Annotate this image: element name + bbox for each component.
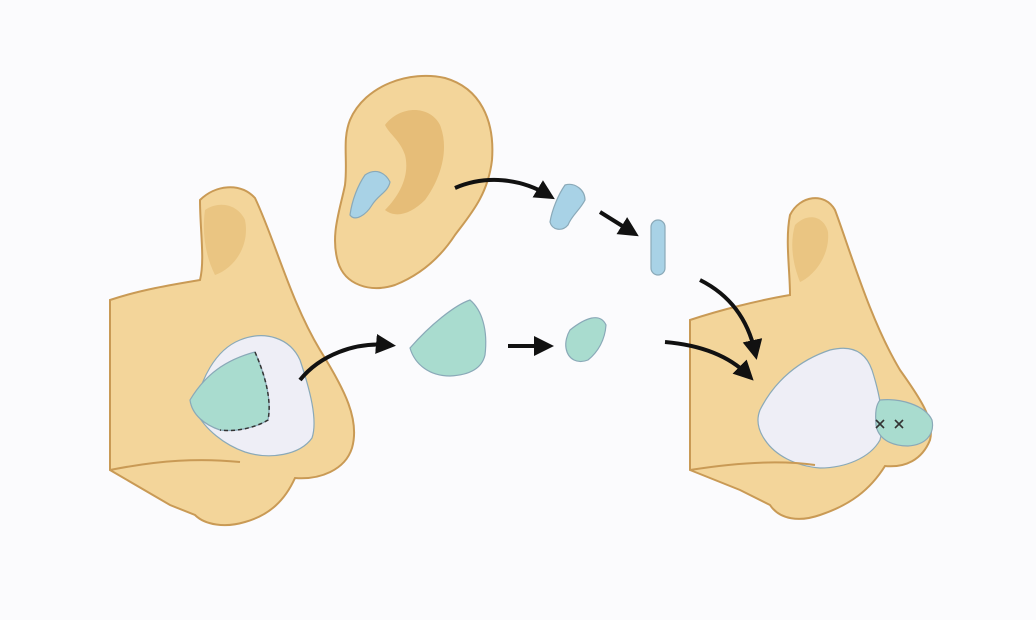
nostril-line [109, 459, 241, 471]
arrow-graft-to-strut [598, 210, 639, 237]
arrow-nose-to-septal [298, 333, 396, 382]
ear-concha-shadow [385, 110, 445, 215]
graft-tip-cartilage [875, 399, 934, 447]
cartilage-piece-icon [565, 317, 607, 363]
suture-cross-icon [894, 419, 904, 429]
ear [334, 74, 494, 289]
ear-cartilage-harvest [349, 170, 391, 219]
nostril-line [689, 461, 816, 471]
nose-after [689, 197, 934, 520]
nose-skin-shadow [792, 217, 829, 282]
cartilage-piece-icon [409, 299, 487, 377]
process-arrows [298, 178, 763, 382]
suture-cross-icon [875, 419, 885, 429]
arrow-ear-to-graft [454, 178, 555, 200]
ear-cartilage-graft [549, 183, 666, 276]
excision-dashed-line [219, 351, 270, 432]
nose-before [109, 186, 356, 527]
arrow-strut-to-nose [699, 278, 763, 360]
cartilage-piece-icon [650, 219, 666, 276]
suture-marks [875, 419, 904, 429]
cartilage-piece-icon [549, 183, 586, 230]
arrow-piece-to-nose [664, 340, 754, 381]
septal-cartilage-graft [409, 299, 607, 377]
nose-skin-shadow [203, 204, 246, 275]
implant-in-place [757, 347, 883, 469]
